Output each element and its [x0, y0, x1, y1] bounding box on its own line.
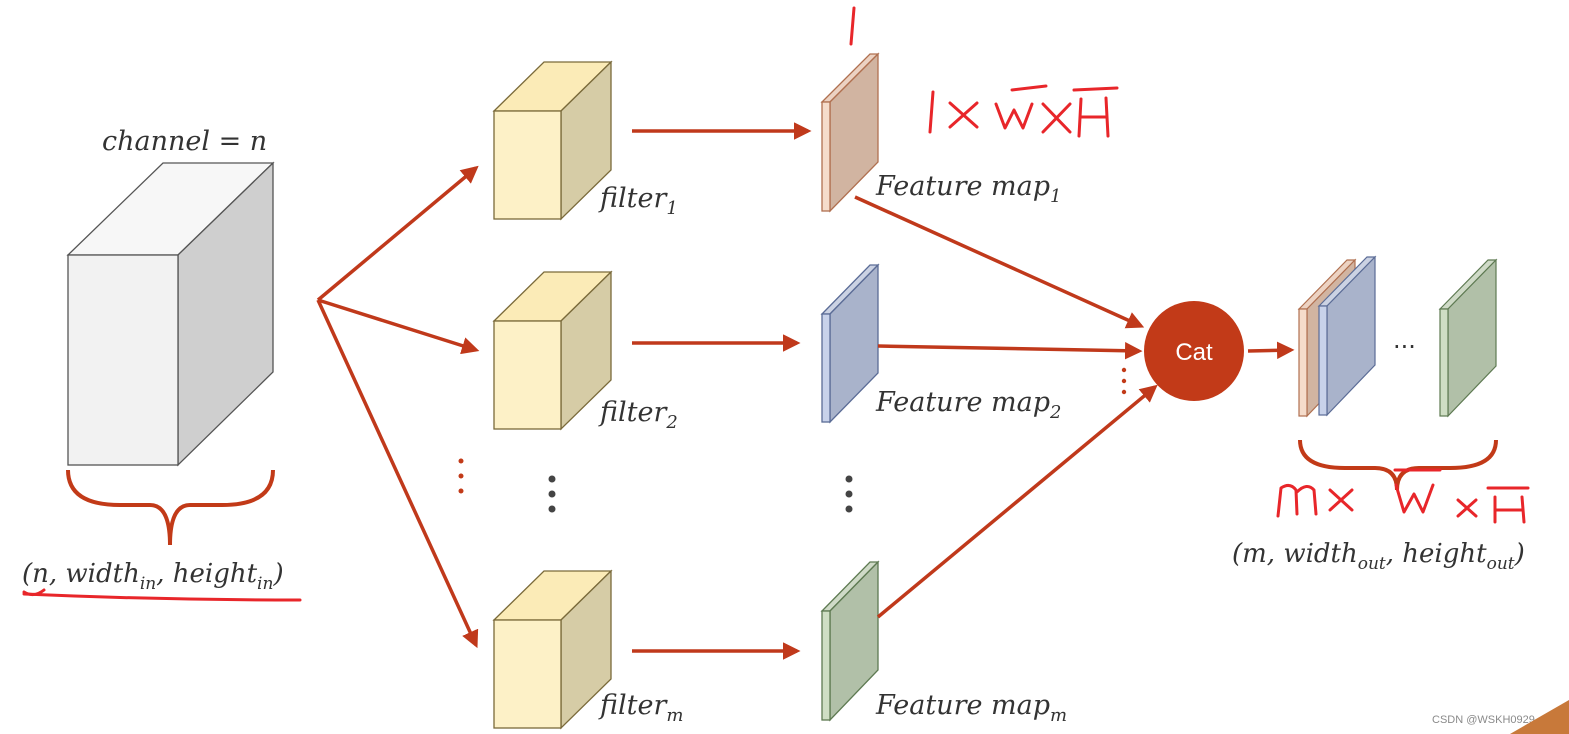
output-ellipsis: ···: [1393, 333, 1416, 361]
hand-dots-filters: [458, 458, 464, 494]
arrow-input-to-filter1: [316, 165, 479, 302]
input-dims-label: (n, widthin, heightin): [22, 559, 284, 594]
arrow-fmm-to-cat: [876, 384, 1158, 619]
feature-map-2-label: Feature map2: [875, 387, 1061, 423]
input-cube-front: [67, 254, 179, 466]
feature-map-m-slab: [820, 560, 880, 722]
filter-1-cube: [492, 60, 613, 221]
output-dims-label: (m, widthout, heightout): [1232, 539, 1525, 574]
feature-map-1-slab: [820, 52, 880, 213]
hand-annotation-single-size: [928, 84, 1119, 138]
feature-maps-vertical-ellipsis: [845, 475, 853, 513]
cat-label: Cat: [1175, 339, 1213, 366]
filter-m-cube: [492, 569, 613, 730]
arrow-fm1-to-cat: [854, 195, 1145, 329]
output-slab-m: [1438, 258, 1498, 418]
filter-m-label: filterm: [598, 690, 683, 726]
hand-annotation-output-size: [1276, 468, 1530, 524]
filter-1-label: filter1: [598, 183, 678, 219]
input-brace: [66, 469, 275, 546]
channel-label: channel = n: [102, 126, 267, 157]
watermark-text: CSDN @WSKH0929: [1432, 714, 1535, 726]
hand-annotation-one: [849, 6, 856, 46]
hand-underline-input: [22, 592, 302, 602]
filter-2-cube: [492, 270, 613, 431]
arrow-input-to-filter2: [317, 298, 480, 355]
hand-dots-cat: [1121, 367, 1127, 395]
output-slab-2: [1317, 255, 1377, 417]
corner-decoration: [1510, 700, 1569, 734]
arrow-cat-to-output: [1247, 341, 1295, 360]
filter-2-label: filter2: [598, 397, 678, 433]
input-cube: [66, 161, 275, 467]
arrow-input-to-filterm: [316, 299, 479, 649]
feature-map-2-slab: [820, 263, 880, 424]
filters-vertical-ellipsis: [548, 475, 556, 513]
cat-node: [1144, 301, 1244, 401]
feature-map-1-label: Feature map1: [875, 171, 1061, 207]
arrow-fm2-to-cat: [877, 341, 1143, 360]
output-brace: [1298, 439, 1498, 491]
feature-map-m-label: Feature mapm: [875, 690, 1067, 726]
